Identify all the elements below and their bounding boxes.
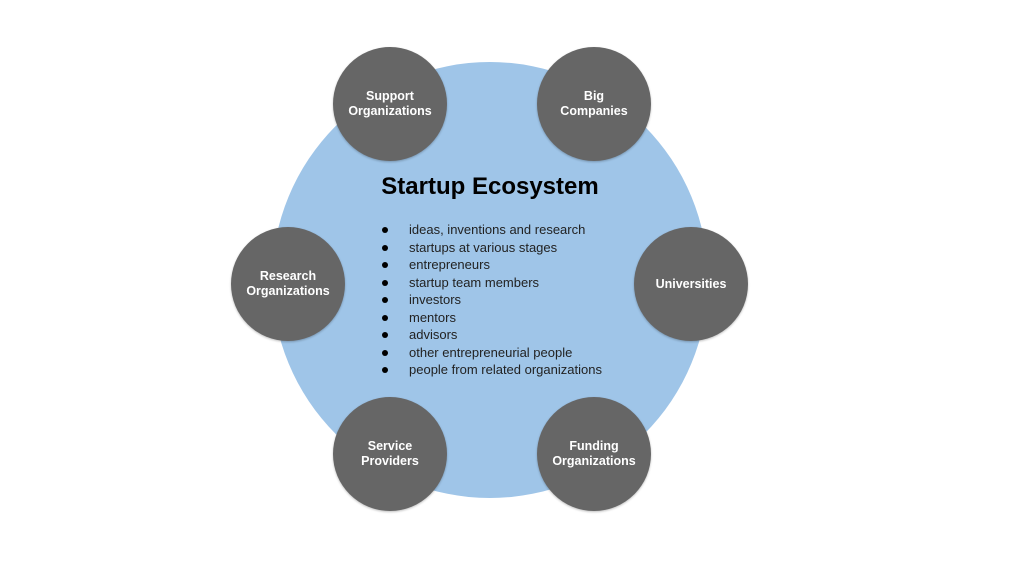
- node-label: Universities: [655, 276, 727, 291]
- list-item: people from related organizations: [382, 361, 602, 379]
- node-universities: Universities: [634, 227, 748, 341]
- list-item: ideas, inventions and research: [382, 221, 602, 239]
- node-big-companies: Big Companies: [537, 47, 651, 161]
- node-label: Research Organizations: [246, 269, 330, 298]
- node-service-providers: Service Providers: [333, 397, 447, 511]
- list-item: investors: [382, 291, 602, 309]
- node-label: Service Providers: [361, 439, 419, 468]
- node-label: Big Companies: [560, 89, 628, 118]
- diagram-title: Startup Ecosystem: [381, 173, 599, 200]
- node-label: Support Organizations: [348, 89, 432, 118]
- list-item: startup team members: [382, 274, 602, 292]
- node-support-organizations: Support Organizations: [333, 47, 447, 161]
- list-item: advisors: [382, 326, 602, 344]
- node-label: Funding Organizations: [552, 439, 636, 468]
- ecosystem-members-list: ideas, inventions and research startups …: [382, 221, 602, 379]
- list-item: entrepreneurs: [382, 256, 602, 274]
- node-funding-organizations: Funding Organizations: [537, 397, 651, 511]
- list-item: startups at various stages: [382, 239, 602, 257]
- list-item: other entrepreneurial people: [382, 344, 602, 362]
- list-item: mentors: [382, 309, 602, 327]
- node-research-organizations: Research Organizations: [231, 227, 345, 341]
